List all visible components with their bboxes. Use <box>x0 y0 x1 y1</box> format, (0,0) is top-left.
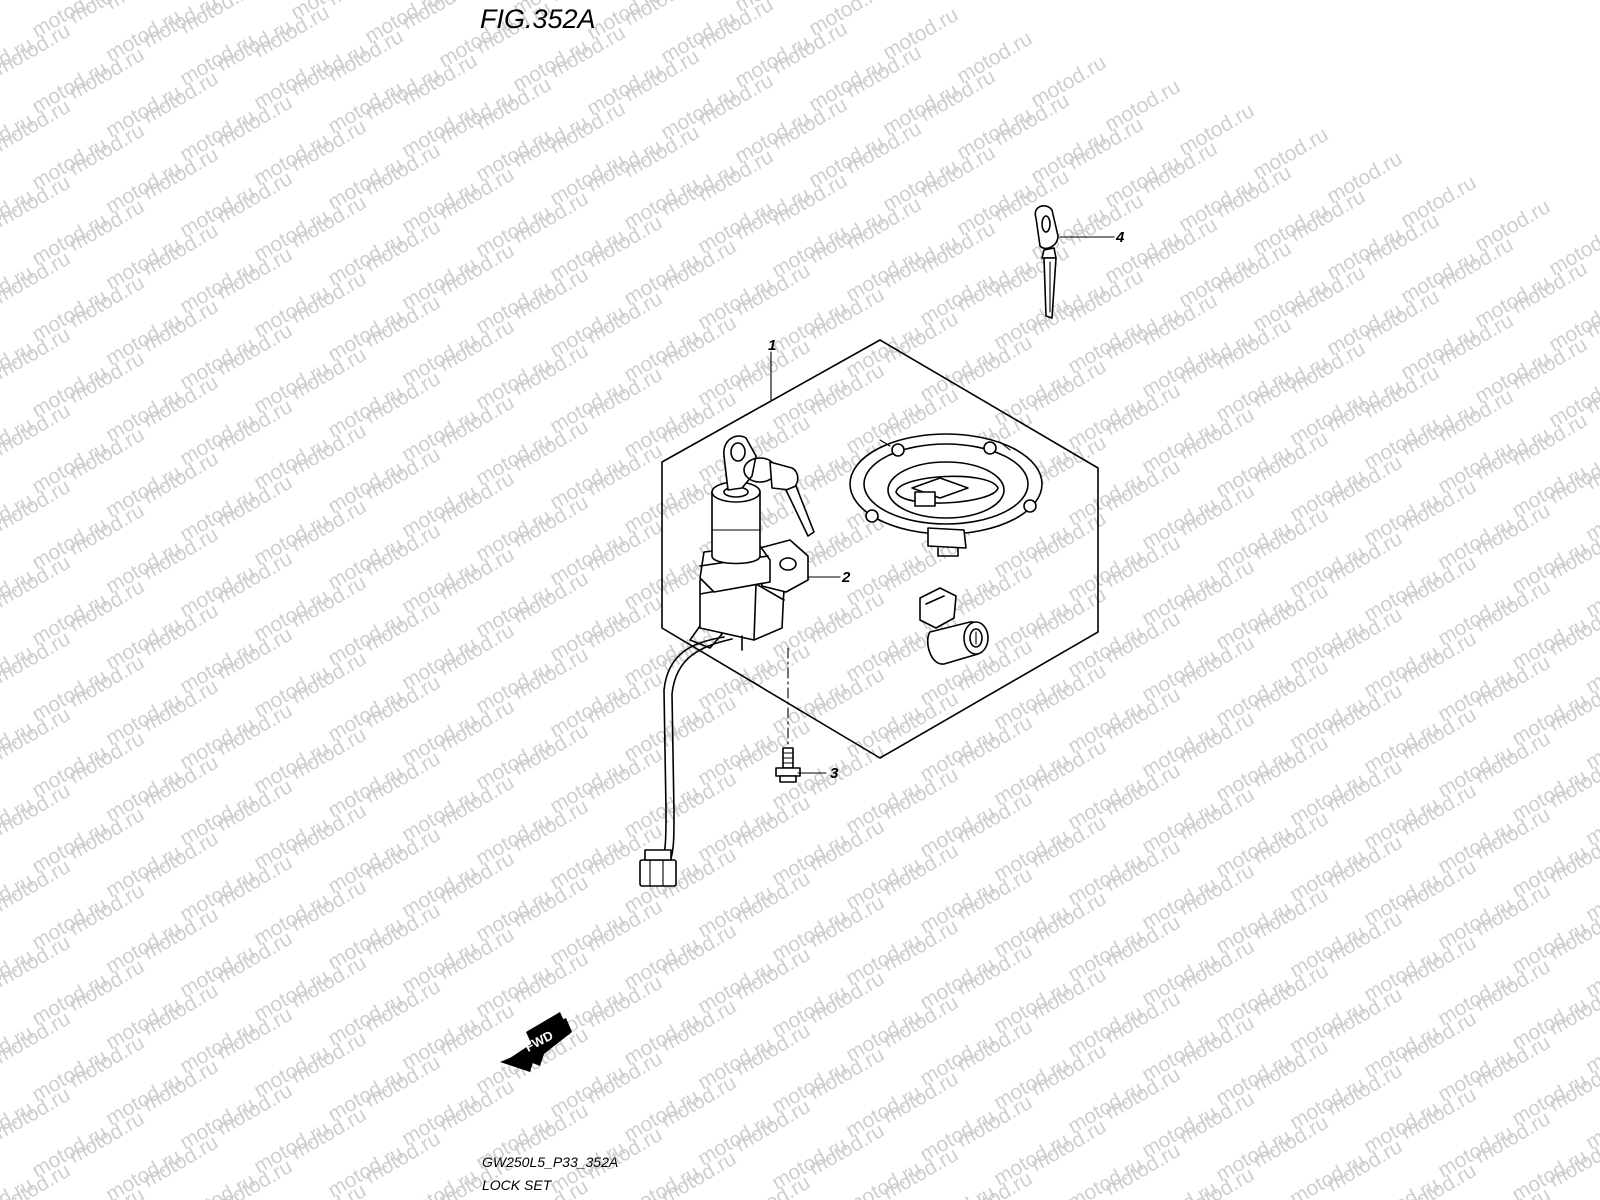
ignition-switch <box>639 435 815 887</box>
diagram-name: LOCK SET <box>482 1177 553 1193</box>
callout-4: 4 <box>1115 229 1125 246</box>
watermark-text: motod.ru <box>1360 1173 1443 1200</box>
watermark-text: motod.ru <box>0 0 37 18</box>
harness-connector <box>639 859 677 887</box>
callout-1: 1 <box>768 337 776 354</box>
key <box>1034 205 1059 319</box>
fwd-arrow-icon: FWD <box>500 1012 572 1072</box>
watermark-text: motod.ru <box>1064 1153 1147 1200</box>
lock-set-kit-outline <box>661 339 1099 759</box>
callout-3: 3 <box>830 765 839 782</box>
watermark-text: motod.ru <box>1138 1177 1221 1200</box>
seat-lock <box>919 587 989 665</box>
callout-2: 2 <box>841 569 851 586</box>
diagram-code: GW250L5_P33_352A <box>482 1154 618 1170</box>
watermark-text: motod.ru <box>176 1169 259 1200</box>
watermark-text: motod.ru <box>842 1157 925 1200</box>
fuel-cap <box>849 433 1043 557</box>
watermark-text: motod.ru <box>1286 1149 1369 1200</box>
watermark-text: motod.ru <box>916 1181 999 1200</box>
screw <box>775 747 801 783</box>
figure-title: FIG.352A <box>480 4 596 34</box>
